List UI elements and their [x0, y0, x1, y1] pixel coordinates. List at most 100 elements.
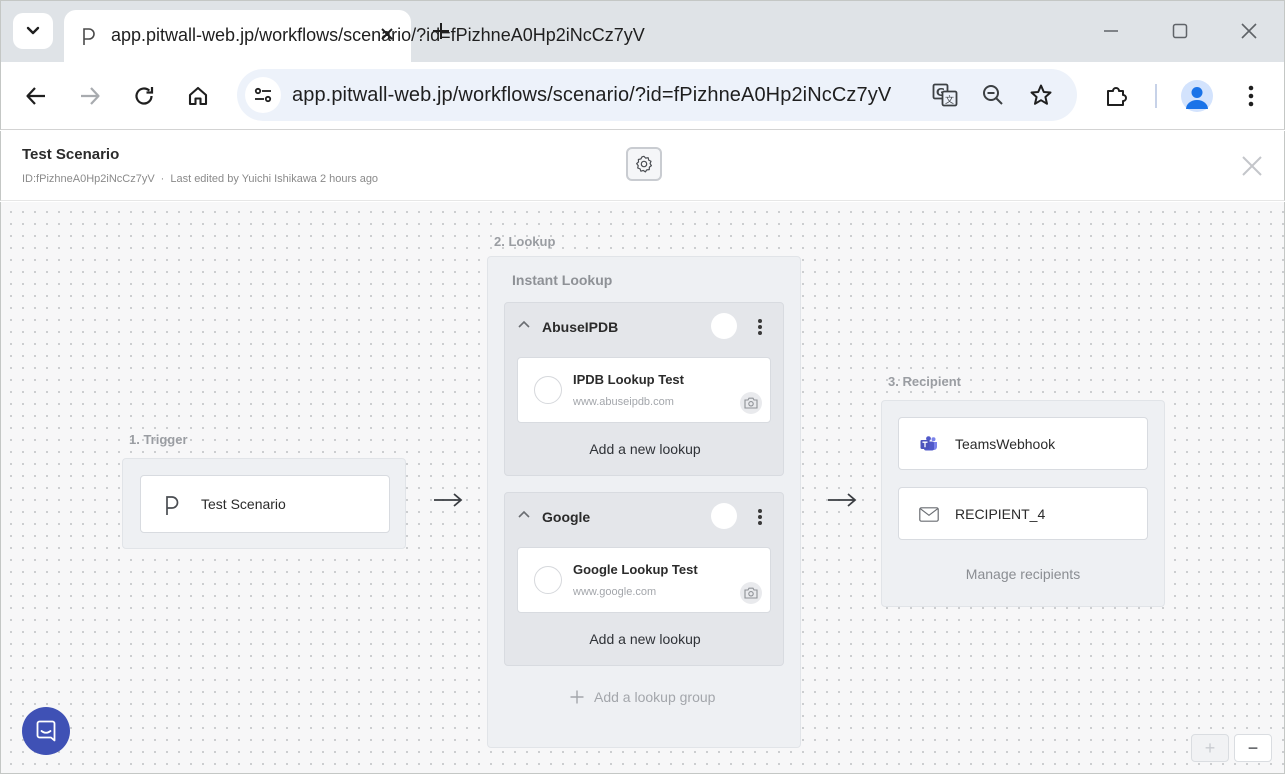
zoom-icon [983, 85, 1003, 105]
recipient-name: TeamsWebhook [955, 436, 1056, 452]
page-title: Test Scenario [22, 146, 120, 163]
add-lookup-button[interactable]: Add a new lookup [589, 631, 701, 647]
window-close-button[interactable] [1237, 19, 1261, 43]
lookup-item-name: Google Lookup Test [573, 562, 698, 577]
camera-button[interactable] [740, 582, 762, 604]
bookmark-button[interactable] [1027, 81, 1055, 109]
more-vert-icon[interactable] [753, 507, 767, 527]
manage-recipients-button[interactable]: Manage recipients [965, 566, 1081, 582]
plus-icon [570, 690, 584, 704]
chat-icon [36, 720, 56, 742]
zoom-out-button[interactable]: − [1234, 734, 1272, 762]
last-edited: Last edited by Yuichi Ishikawa 2 hours a… [170, 173, 379, 185]
site-info-icon [254, 87, 272, 103]
scenario-meta: ID:fPizhneA0Hp2iNcCz7yV · Last edited by Y… [22, 173, 378, 185]
close-icon [381, 28, 393, 40]
mail-icon [919, 504, 939, 524]
reload-button[interactable] [130, 82, 158, 110]
star-icon [1030, 84, 1052, 105]
lookup-panel-title: Instant Lookup [512, 272, 613, 288]
meta-separator: · [160, 173, 165, 185]
add-lookup-group-label: Add a lookup group [594, 689, 716, 705]
browser-menu-button[interactable] [1237, 82, 1265, 110]
trigger-card-label: Test Scenario [201, 496, 286, 512]
group-toggle[interactable] [711, 503, 737, 529]
camera-button[interactable] [740, 392, 762, 414]
tab-search-button[interactable] [13, 13, 53, 49]
gear-icon [636, 155, 653, 173]
chevron-up-icon[interactable] [517, 317, 531, 331]
scenario-header: Test Scenario ID:fPizhneA0Hp2iNcCz7yV · La… [0, 131, 1285, 201]
browser-tab-bar: app.pitwall-web.jp/workflows/scenario/?i… [0, 0, 1285, 63]
lookup-section-label: 2. Lookup [494, 234, 556, 249]
lookup-item-card[interactable]: IPDB Lookup Test www.abuseipdb.com [517, 357, 771, 423]
toolbar-divider [1155, 84, 1157, 108]
maximize-button[interactable] [1168, 19, 1192, 43]
lookup-radio[interactable] [534, 376, 562, 404]
lookup-group-abuseipdb: AbuseIPDB IPDB Lookup Test www.abuseipdb… [504, 302, 784, 476]
svg-text:文: 文 [945, 94, 954, 106]
lookup-item-url: www.abuseipdb.com [573, 396, 674, 408]
browser-toolbar: app.pitwall-web.jp/workflows/scenario/?i… [0, 62, 1285, 130]
back-button[interactable] [22, 82, 50, 110]
arrow-right-icon [434, 493, 463, 507]
extensions-icon [1107, 87, 1127, 106]
forward-arrow-icon [81, 87, 100, 105]
recipient-card[interactable]: TeamsWebhook [898, 417, 1148, 470]
lookup-panel: Instant Lookup AbuseIPDB IPDB Lookup Tes… [487, 256, 801, 748]
recipient-section-label: 3. Recipient [888, 374, 961, 389]
recipient-card[interactable]: RECIPIENT_4 [898, 487, 1148, 540]
profile-icon [1186, 87, 1208, 109]
add-lookup-button[interactable]: Add a new lookup [589, 441, 701, 457]
trigger-panel: Test Scenario [122, 458, 406, 549]
settings-button[interactable] [626, 147, 662, 181]
profile-button[interactable] [1181, 80, 1213, 112]
plus-icon [433, 23, 449, 39]
minimize-button[interactable] [1099, 19, 1123, 43]
zoom-button[interactable] [979, 81, 1007, 109]
camera-icon [744, 587, 758, 599]
tab-close-button[interactable] [376, 23, 398, 45]
favicon-p-icon [166, 496, 179, 515]
trigger-section-label: 1. Trigger [129, 432, 188, 447]
back-arrow-icon [26, 87, 45, 105]
group-toggle[interactable] [711, 313, 737, 339]
address-bar[interactable]: app.pitwall-web.jp/workflows/scenario/?i… [237, 69, 1077, 121]
translate-icon: G文 [932, 83, 958, 107]
lookup-group-google: Google Google Lookup Test www.google.com… [504, 492, 784, 666]
lookup-group-name: Google [542, 509, 591, 525]
lookup-item-card[interactable]: Google Lookup Test www.google.com [517, 547, 771, 613]
forward-button[interactable] [76, 82, 104, 110]
zoom-in-button[interactable]: + [1191, 734, 1229, 762]
minimize-icon [1104, 30, 1118, 32]
home-button[interactable] [184, 82, 212, 110]
chevron-down-icon [26, 26, 40, 35]
add-lookup-group-button[interactable]: Add a lookup group [570, 689, 715, 705]
site-info-button[interactable] [245, 77, 281, 113]
chevron-up-icon[interactable] [517, 507, 531, 521]
extensions-button[interactable] [1103, 82, 1131, 110]
maximize-icon [1172, 23, 1188, 39]
lookup-group-name: AbuseIPDB [542, 319, 619, 335]
window-close-icon [1241, 23, 1257, 39]
workflow-canvas[interactable]: 1. Trigger Test Scenario 2. Lookup Insta… [0, 202, 1285, 774]
url-text[interactable]: app.pitwall-web.jp/workflows/scenario/?i… [292, 84, 892, 106]
home-icon [188, 86, 208, 106]
lookup-item-name: IPDB Lookup Test [573, 372, 684, 387]
more-vert-icon [1248, 85, 1254, 107]
recipient-name: RECIPIENT_4 [955, 506, 1046, 522]
lookup-item-url: www.google.com [573, 586, 657, 598]
trigger-card[interactable]: Test Scenario [140, 475, 390, 533]
scenario-id: ID:fPizhneA0Hp2iNcCz7yV [22, 173, 155, 185]
new-tab-button[interactable] [429, 19, 453, 43]
tab-title: app.pitwall-web.jp/workflows/scenario/?i… [111, 25, 645, 45]
recipient-panel: TeamsWebhook RECIPIENT_4 Manage recipien… [881, 400, 1165, 607]
browser-tab-active[interactable]: app.pitwall-web.jp/workflows/scenario/?i… [64, 10, 645, 63]
chat-launcher-button[interactable] [22, 707, 70, 755]
reload-icon [135, 87, 154, 105]
close-icon[interactable] [1241, 155, 1263, 177]
svg-text:G: G [936, 86, 945, 99]
more-vert-icon[interactable] [753, 317, 767, 337]
lookup-radio[interactable] [534, 566, 562, 594]
